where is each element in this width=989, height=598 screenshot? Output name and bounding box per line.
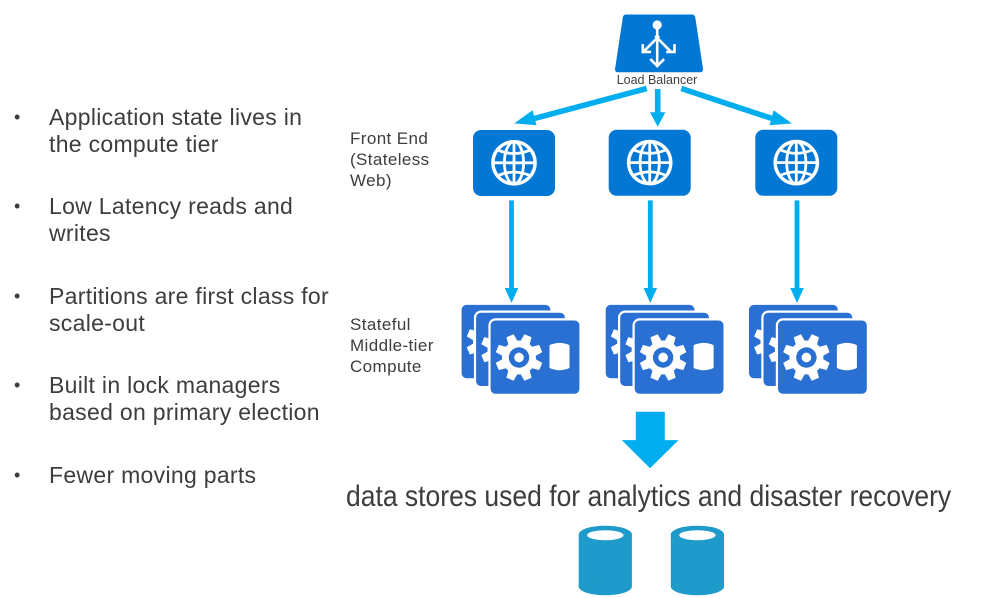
svg-text:Load Balancer: Load Balancer [617, 73, 698, 87]
